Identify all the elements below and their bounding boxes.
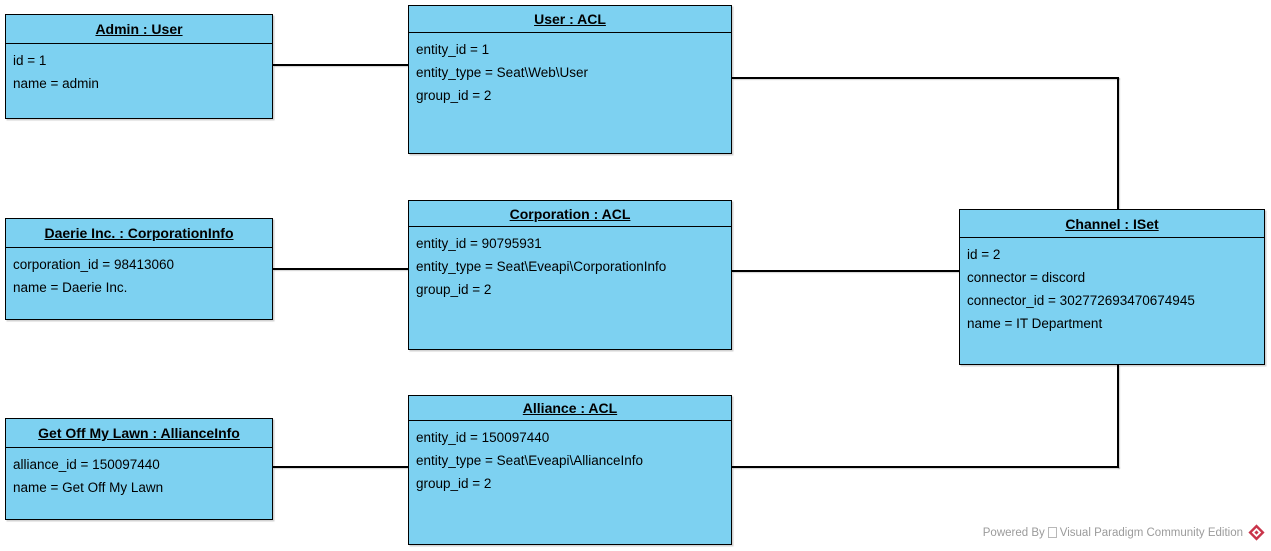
attribute-line: name = IT Department <box>967 316 1103 331</box>
attribute-line: id = 2 <box>967 247 1001 262</box>
object-attributes: id = 1 name = admin <box>6 44 272 100</box>
brand-label: Visual Paradigm Community Edition <box>1059 526 1243 539</box>
attribute-line: group_id = 2 <box>416 282 492 297</box>
object-title: Admin : User <box>6 15 272 44</box>
attribute-line: entity_id = 90795931 <box>416 236 542 251</box>
attribute-line: id = 1 <box>13 53 47 68</box>
connector-admin-to-useracl <box>273 64 408 66</box>
attribute-line: entity_type = Seat\Web\User <box>416 65 588 80</box>
attribute-line: entity_type = Seat\Eveapi\CorporationInf… <box>416 259 667 274</box>
connector-corporation-to-channel <box>732 270 959 272</box>
attribute-line: group_id = 2 <box>416 88 492 103</box>
object-title: Daerie Inc. : CorporationInfo <box>6 219 272 248</box>
attribute-line: connector = discord <box>967 270 1086 285</box>
object-title: Get Off My Lawn : AllianceInfo <box>6 419 272 448</box>
connector-useracl-to-channel-vertical <box>1117 77 1119 209</box>
attribute-line: group_id = 2 <box>416 476 492 491</box>
object-box-daerie-corporationinfo: Daerie Inc. : CorporationInfo corporatio… <box>5 218 273 320</box>
object-box-channel-iset: Channel : ISet id = 2 connector = discor… <box>959 209 1265 365</box>
object-box-getoffmylawn-allianceinfo: Get Off My Lawn : AllianceInfo alliance_… <box>5 418 273 520</box>
object-box-admin-user: Admin : User id = 1 name = admin <box>5 14 273 119</box>
object-box-user-acl: User : ACL entity_id = 1 entity_type = S… <box>408 5 732 154</box>
object-box-corporation-acl: Corporation : ACL entity_id = 90795931 e… <box>408 200 732 350</box>
visual-paradigm-diamond-logo-icon <box>1248 524 1265 541</box>
object-attributes: entity_id = 90795931 entity_type = Seat\… <box>409 227 731 306</box>
object-box-alliance-acl: Alliance : ACL entity_id = 150097440 ent… <box>408 395 732 545</box>
object-attributes: corporation_id = 98413060 name = Daerie … <box>6 248 272 304</box>
connector-daerie-to-corporation <box>273 268 408 270</box>
powered-by-watermark: Powered By Visual Paradigm Community Edit… <box>983 524 1265 541</box>
object-attributes: id = 2 connector = discord connector_id … <box>960 238 1264 340</box>
object-attributes: entity_id = 1 entity_type = Seat\Web\Use… <box>409 33 731 112</box>
attribute-line: name = admin <box>13 76 99 91</box>
object-attributes: entity_id = 150097440 entity_type = Seat… <box>409 421 731 500</box>
connector-lawn-to-alliance <box>273 466 408 468</box>
attribute-line: alliance_id = 150097440 <box>13 457 160 472</box>
attribute-line: entity_id = 1 <box>416 42 490 57</box>
attribute-line: entity_id = 150097440 <box>416 430 550 445</box>
connector-alliance-to-channel-vertical <box>1117 365 1119 468</box>
attribute-line: corporation_id = 98413060 <box>13 257 175 272</box>
missing-glyph-box <box>1047 527 1057 538</box>
connector-alliance-to-channel-horizontal <box>732 466 1119 468</box>
powered-by-label: Powered By <box>982 526 1045 539</box>
attribute-line: name = Get Off My Lawn <box>13 480 164 495</box>
object-title: Corporation : ACL <box>409 201 731 227</box>
connector-useracl-to-channel-horizontal <box>732 77 1119 79</box>
object-title: User : ACL <box>409 6 731 33</box>
object-title: Channel : ISet <box>960 210 1264 238</box>
attribute-line: entity_type = Seat\Eveapi\AllianceInfo <box>416 453 644 468</box>
attribute-line: name = Daerie Inc. <box>13 280 128 295</box>
attribute-line: connector_id = 302772693470674945 <box>967 293 1195 308</box>
object-title: Alliance : ACL <box>409 396 731 421</box>
object-attributes: alliance_id = 150097440 name = Get Off M… <box>6 448 272 504</box>
